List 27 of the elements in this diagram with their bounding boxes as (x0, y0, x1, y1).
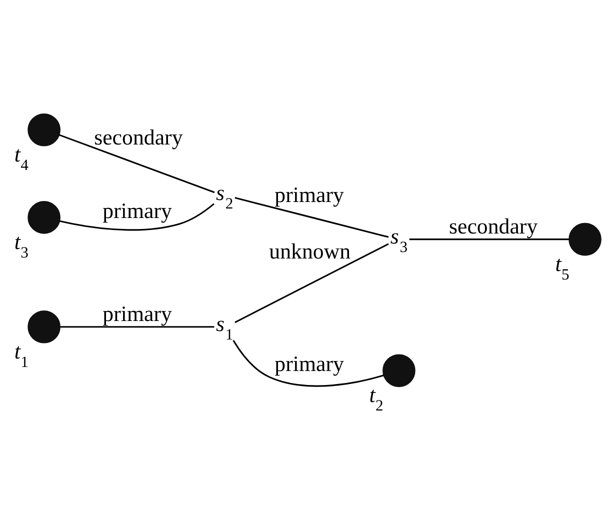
node-circle (28, 310, 60, 343)
edge-label: secondary (448, 214, 538, 238)
connector (58, 134, 215, 193)
connector (234, 242, 389, 323)
node-label: s$_{1}$ (216, 312, 234, 344)
node-label: t$_{2}$ (369, 382, 384, 414)
node-circle (568, 222, 602, 256)
edge-label: unknown (269, 238, 351, 263)
connector (59, 202, 214, 230)
node-circle (28, 112, 60, 146)
node-label: t$_{5}$ (555, 251, 570, 283)
node-label: s$_{3}$ (390, 224, 408, 256)
connector (60, 326, 214, 328)
node-circle (382, 354, 416, 387)
connector (234, 196, 389, 238)
node-circle (28, 200, 60, 234)
edge-label: primary (102, 301, 172, 326)
connector (409, 238, 569, 240)
node-label: t$_{3}$ (14, 230, 28, 262)
edge-label: primary (102, 198, 172, 222)
edge-label: primary (274, 351, 344, 376)
node-label: t$_{4}$ (14, 142, 28, 174)
edge-label: secondary (94, 124, 183, 149)
node-label: s$_{2}$ (216, 180, 234, 212)
edge-label: primary (274, 182, 344, 207)
node-label: t$_{1}$ (14, 338, 28, 370)
connector (232, 340, 384, 386)
